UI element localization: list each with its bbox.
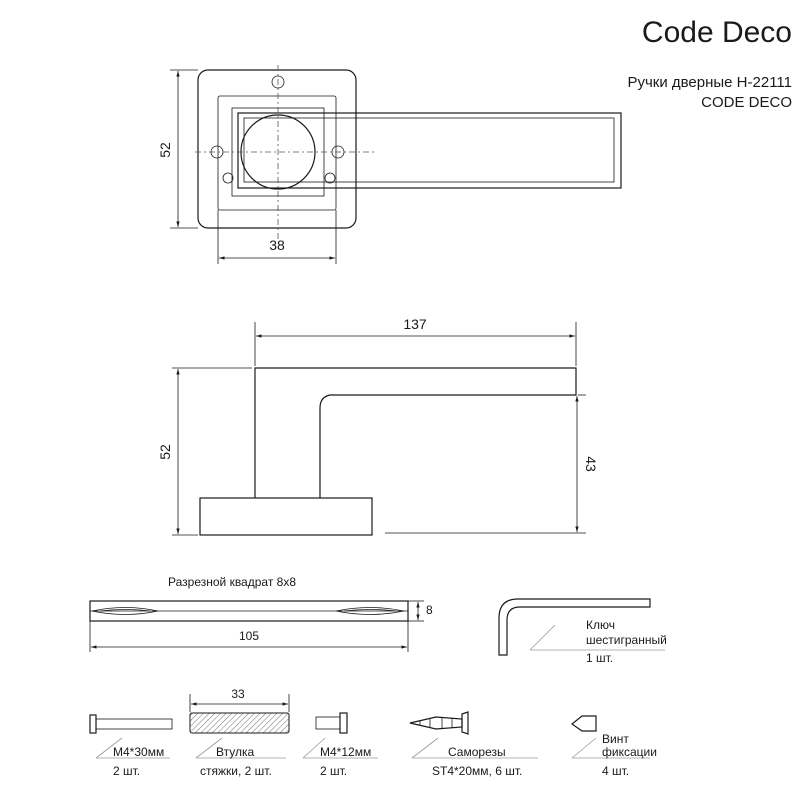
spindle-spring-right xyxy=(335,607,405,615)
m4x30-qty: 2 шт. xyxy=(113,764,140,778)
rosette-side xyxy=(199,497,373,536)
self-tapping-name: Саморезы xyxy=(448,745,506,759)
bushing-body xyxy=(189,712,290,734)
fix-screw-name-2: фиксации xyxy=(602,745,657,759)
front-width-dim: 38 xyxy=(269,237,285,253)
leader-line xyxy=(571,737,597,759)
leader-line xyxy=(95,737,123,759)
m4x12-qty: 2 шт. xyxy=(320,764,347,778)
self-tapping-screw-head xyxy=(461,711,469,735)
hex-key-shape xyxy=(498,598,651,656)
split-spindle: Разрезной квадрат 8х8 8 105 xyxy=(89,575,433,652)
lever-inner xyxy=(243,117,615,183)
leader-line xyxy=(302,737,326,759)
product-title: Ручки дверные H-22111 xyxy=(627,74,792,91)
front-view: 52 38 xyxy=(157,65,622,264)
lever-outline xyxy=(237,112,622,189)
hex-key-qty: 1 шт. xyxy=(586,651,613,665)
hex-key-label-2: шестигранный xyxy=(586,633,667,647)
m4x30-screw-body xyxy=(95,718,173,730)
fix-screw-qty: 4 шт. xyxy=(602,764,629,778)
spindle-spring-left xyxy=(91,607,159,615)
hex-key-label-1: Ключ xyxy=(586,618,615,632)
spindle-spring-right-inner xyxy=(343,609,397,612)
side-height-dim: 52 xyxy=(157,444,173,460)
spindle-thickness-dim: 8 xyxy=(426,603,433,617)
self-tapping-screw-body xyxy=(409,716,463,730)
fix-screw-name-1: Винт xyxy=(602,732,629,746)
m4x12-screw-head xyxy=(339,712,348,734)
side-view: 137 52 43 xyxy=(157,316,599,536)
product-brand-caption: CODE DECO xyxy=(701,94,792,111)
m4x30-name: М4*30мм xyxy=(113,745,164,759)
spindle-spring-left-inner xyxy=(99,609,151,612)
screw-hole-bottom-right xyxy=(324,172,336,184)
fix-screw-shape xyxy=(570,715,597,732)
m4x30-screw-head xyxy=(89,714,97,734)
self-tapping-qty: ST4*20мм, 6 шт. xyxy=(432,764,522,778)
bushing-length-dim: 33 xyxy=(231,687,245,701)
spindle-caption: Разрезной квадрат 8х8 xyxy=(168,575,296,589)
m4x12-name: М4*12мм xyxy=(320,745,371,759)
bushing-name: Втулка xyxy=(216,745,254,759)
front-height-dim: 52 xyxy=(157,142,173,158)
lever-side-profile xyxy=(254,367,577,498)
m4x12-screw-body xyxy=(315,716,341,730)
side-length-dim: 137 xyxy=(403,316,427,332)
lever-height-dim: 43 xyxy=(583,456,599,472)
spindle-length-dim: 105 xyxy=(239,629,259,643)
bushing-qty: стяжки, 2 шт. xyxy=(200,764,272,778)
leader-line xyxy=(411,737,439,759)
leader-line xyxy=(529,624,556,651)
leader-line xyxy=(195,737,223,759)
rosette-inner xyxy=(217,95,337,211)
screw-hole-bottom-left xyxy=(222,172,234,184)
brand-logo: Code Deco xyxy=(642,16,792,49)
rosette-outer xyxy=(197,69,357,229)
hex-key: Ключ шестигранный 1 шт. xyxy=(498,598,667,665)
fasteners: М4*30мм 2 шт. 33 Втулка стяжки, 2 шт. М4… xyxy=(89,687,657,778)
